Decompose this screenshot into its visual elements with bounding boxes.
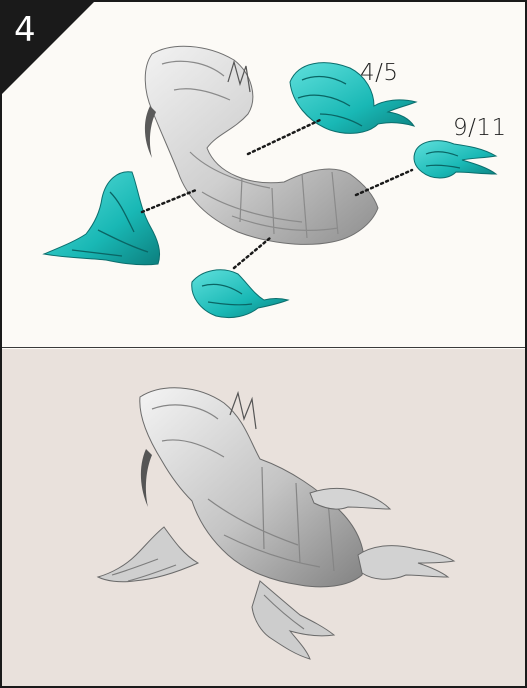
teal-leg-part-left	[44, 172, 160, 265]
leader-line-lower-claw	[234, 238, 270, 268]
part-number-label: 4/5	[360, 60, 399, 86]
assembled-model-illustration	[2, 349, 525, 687]
teal-claw-part-right	[414, 141, 496, 178]
assembled-view-panel	[2, 349, 525, 687]
leader-line-left-leg	[142, 190, 196, 212]
step-number: 4	[14, 8, 36, 52]
part-number-label: 9/11	[453, 115, 507, 141]
leader-line-upper-leg	[248, 120, 320, 154]
assembled-turtle	[98, 387, 454, 658]
teal-claw-part-lower	[192, 270, 288, 318]
